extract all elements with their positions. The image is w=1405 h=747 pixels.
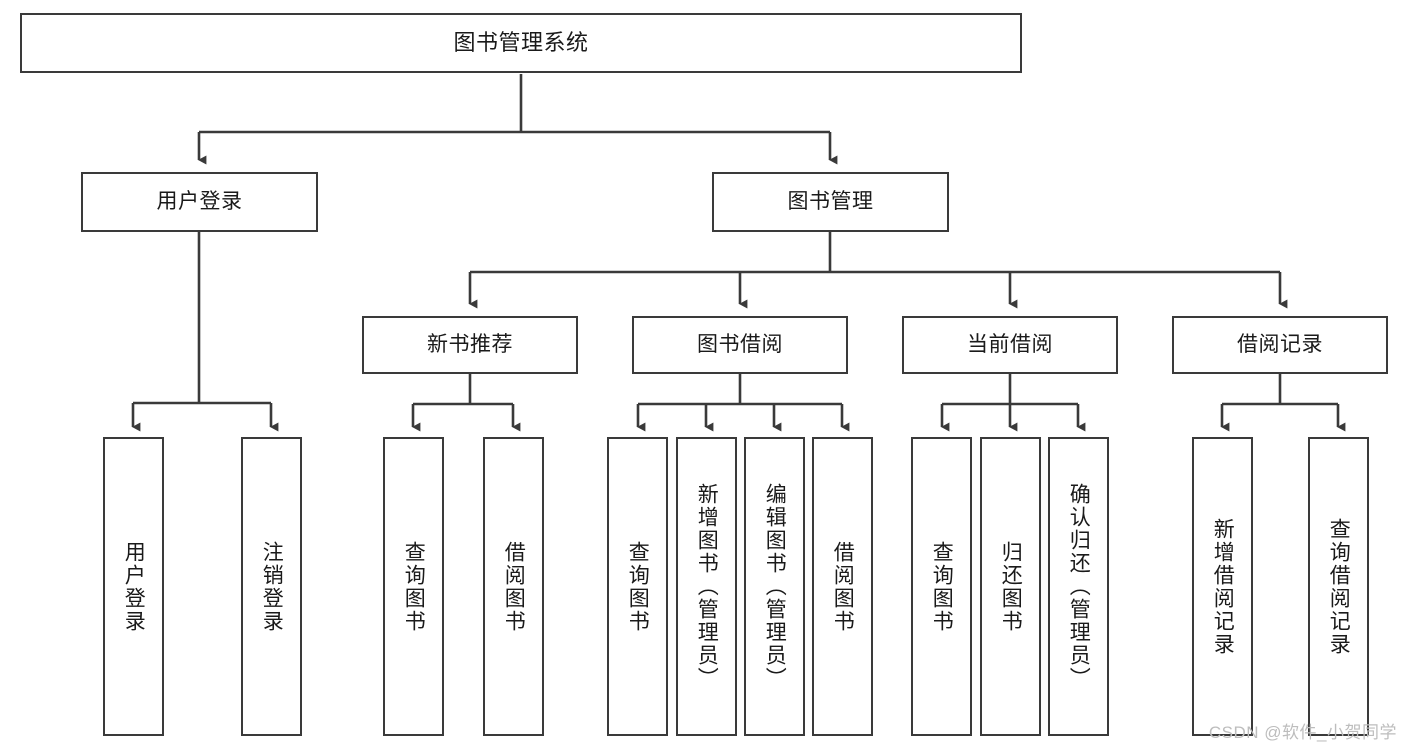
leaf-current-borrow-confirm-return[interactable]: 确认归还（管理员） — [1048, 437, 1109, 736]
node-book-borrow[interactable]: 图书借阅 — [632, 316, 848, 374]
leaf-current-borrow-return[interactable]: 归还图书 — [980, 437, 1041, 736]
node-label: 借阅图书 — [831, 540, 855, 633]
leaf-borrow-record-add[interactable]: 新增借阅记录 — [1192, 437, 1253, 736]
node-label: 归还图书 — [999, 540, 1023, 633]
leaf-book-borrow-borrow[interactable]: 借阅图书 — [812, 437, 873, 736]
node-label: 查询借阅记录 — [1327, 517, 1351, 656]
node-label: 用户登录 — [122, 540, 146, 633]
node-label: 图书借阅 — [697, 332, 783, 356]
node-label: 借阅记录 — [1237, 332, 1323, 356]
node-label: 用户登录 — [156, 189, 243, 213]
leaf-new-book-borrow[interactable]: 借阅图书 — [483, 437, 544, 736]
node-label: 借阅图书 — [502, 540, 526, 633]
node-label: 新增图书（管理员） — [695, 483, 719, 690]
leaf-book-borrow-edit[interactable]: 编辑图书（管理员） — [744, 437, 805, 736]
node-label: 新增借阅记录 — [1211, 517, 1235, 656]
node-label: 新书推荐 — [427, 332, 513, 356]
node-label: 编辑图书（管理员） — [763, 483, 787, 690]
node-user-login[interactable]: 用户登录 — [81, 172, 318, 232]
leaf-new-book-query[interactable]: 查询图书 — [383, 437, 444, 736]
node-label: 注销登录 — [260, 540, 284, 633]
leaf-borrow-record-query[interactable]: 查询借阅记录 — [1308, 437, 1369, 736]
node-borrow-record[interactable]: 借阅记录 — [1172, 316, 1388, 374]
node-label: 查询图书 — [930, 540, 954, 633]
leaf-user-login-logout[interactable]: 注销登录 — [241, 437, 302, 736]
node-current-borrow[interactable]: 当前借阅 — [902, 316, 1118, 374]
node-label: 查询图书 — [626, 540, 650, 633]
leaf-book-borrow-query[interactable]: 查询图书 — [607, 437, 668, 736]
watermark: CSDN @软件_小贺同学 — [1208, 723, 1397, 742]
node-root-system[interactable]: 图书管理系统 — [20, 13, 1022, 73]
node-label: 确认归还（管理员） — [1067, 483, 1091, 690]
node-book-management[interactable]: 图书管理 — [712, 172, 949, 232]
node-new-book-recommend[interactable]: 新书推荐 — [362, 316, 578, 374]
node-label: 当前借阅 — [967, 332, 1053, 356]
node-label: 查询图书 — [402, 540, 426, 633]
node-label: 图书管理系统 — [453, 30, 589, 56]
leaf-user-login-login[interactable]: 用户登录 — [103, 437, 164, 736]
leaf-current-borrow-query[interactable]: 查询图书 — [911, 437, 972, 736]
leaf-book-borrow-add[interactable]: 新增图书（管理员） — [676, 437, 737, 736]
node-label: 图书管理 — [787, 189, 874, 213]
